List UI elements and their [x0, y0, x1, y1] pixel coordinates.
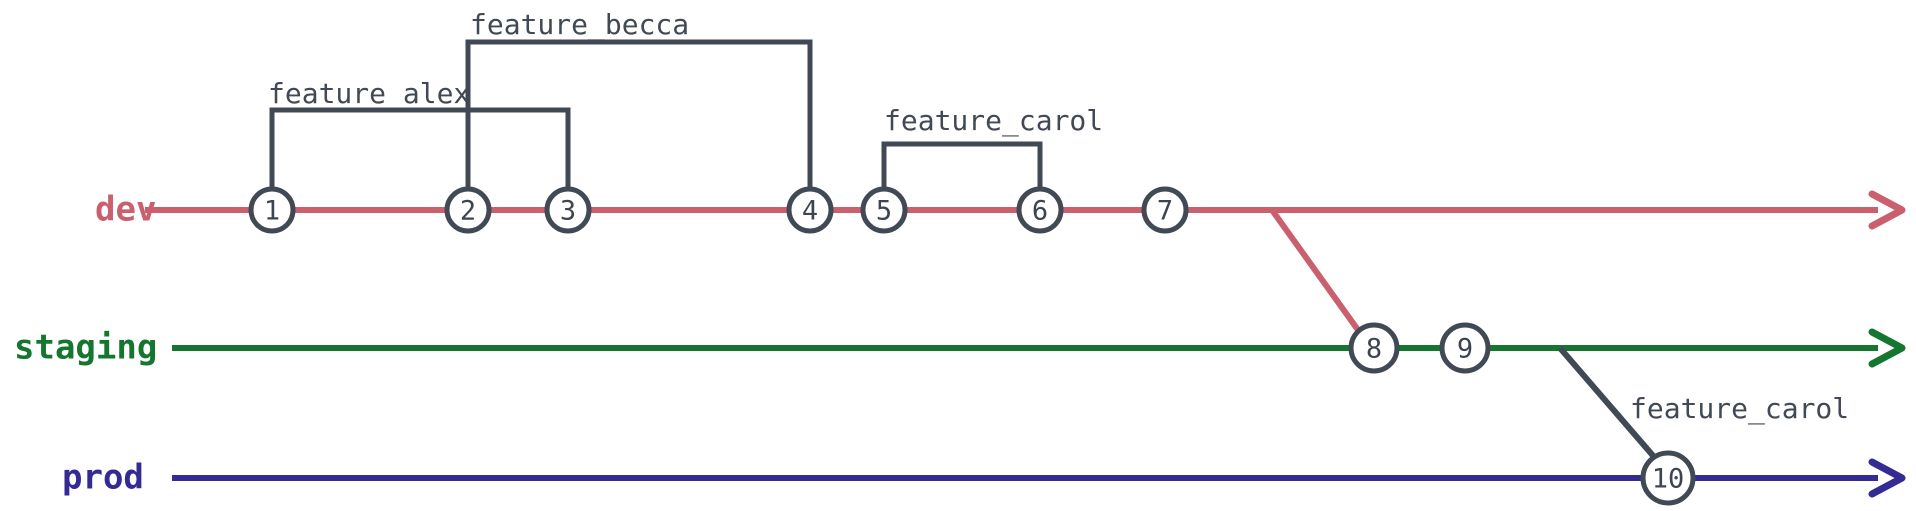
- lane-label-dev: dev: [95, 190, 156, 230]
- lane-arrowhead-prod: [1868, 458, 1906, 498]
- commit-circle-6[interactable]: [1016, 186, 1064, 234]
- commit-node[interactable]: 8: [1348, 322, 1400, 374]
- commit-node[interactable]: 5: [860, 186, 908, 234]
- branch-labels-group: feature_alex feature_becca feature_carol: [268, 8, 1103, 138]
- commit-circle-10[interactable]: [1640, 450, 1696, 506]
- commit-nodes-group: 1 2 3 4 5 6 7 8 9 10: [248, 186, 1696, 506]
- branch-label-0: feature_alex: [268, 77, 470, 111]
- commit-number-1: 1: [264, 196, 280, 227]
- commit-circle-1[interactable]: [248, 186, 296, 234]
- commit-number-10: 10: [1652, 464, 1685, 495]
- commit-circle-3[interactable]: [544, 186, 592, 234]
- commit-number-7: 7: [1157, 196, 1173, 227]
- commit-node[interactable]: 4: [786, 186, 834, 234]
- commit-circle-5[interactable]: [860, 186, 908, 234]
- branch-label-2: feature_carol: [884, 104, 1103, 138]
- branch-bracket-1: [465, 39, 813, 192]
- commit-node[interactable]: 9: [1439, 322, 1491, 374]
- commit-circle-8[interactable]: [1348, 322, 1400, 374]
- merge-line-dev-to-staging: [1269, 208, 1361, 332]
- commit-circle-2[interactable]: [444, 186, 492, 234]
- merge-line-staging-to-prod: [1557, 346, 1658, 460]
- commit-circle-4[interactable]: [786, 186, 834, 234]
- lane-label-prod: prod: [62, 458, 144, 498]
- commit-number-6: 6: [1032, 196, 1048, 227]
- commit-node[interactable]: 2: [444, 186, 492, 234]
- commit-circle-7[interactable]: [1141, 186, 1189, 234]
- commit-number-8: 8: [1366, 334, 1382, 365]
- commit-circle-9[interactable]: [1439, 322, 1491, 374]
- merge-label-staging-to-prod: feature_carol: [1630, 392, 1849, 426]
- commit-node[interactable]: 3: [544, 186, 592, 234]
- lane-labels-group: dev staging prod: [14, 190, 157, 498]
- commit-number-9: 9: [1457, 334, 1473, 365]
- branch-bracket-0: [269, 107, 571, 192]
- lane-arrowhead-dev: [1868, 190, 1906, 230]
- commit-number-3: 3: [560, 196, 576, 227]
- commit-node[interactable]: 10: [1640, 450, 1696, 506]
- lane-label-staging: staging: [14, 328, 157, 368]
- branch-brackets-group: [269, 39, 1043, 192]
- branch-bracket-2: [881, 141, 1043, 192]
- commit-node[interactable]: 1: [248, 186, 296, 234]
- lane-arrowhead-staging: [1868, 328, 1906, 368]
- commit-number-2: 2: [460, 196, 476, 227]
- commit-number-4: 4: [802, 196, 818, 227]
- commit-node[interactable]: 6: [1016, 186, 1064, 234]
- branch-label-1: feature_becca: [470, 8, 689, 42]
- lane-lines-group: [145, 190, 1906, 498]
- merge-lines-group: feature_carol: [1269, 208, 1849, 460]
- commit-node[interactable]: 7: [1141, 186, 1189, 234]
- commit-number-5: 5: [876, 196, 892, 227]
